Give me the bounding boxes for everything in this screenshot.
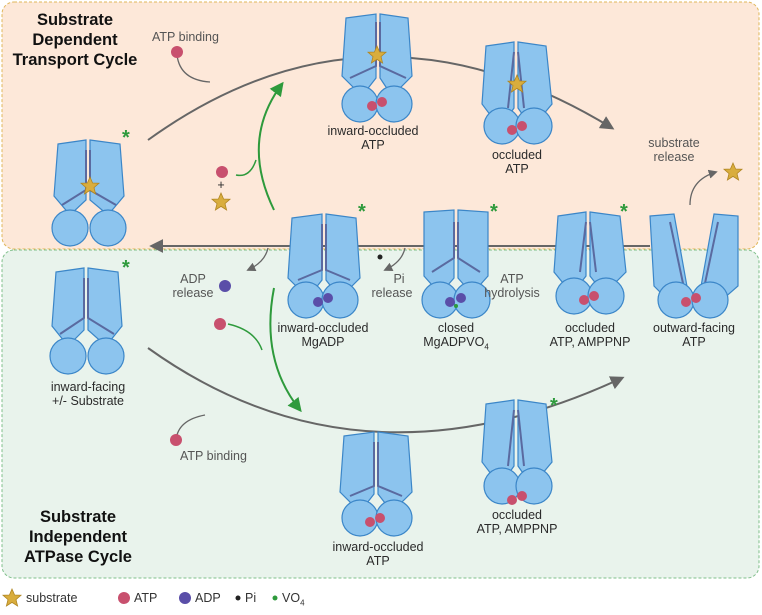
- legend: substrate ATP ADP Pi VO4: [0, 589, 762, 609]
- adp-dot: [219, 280, 231, 292]
- asterisk-mgadp: *: [358, 201, 366, 223]
- transporter-occluded-atp: [481, 41, 553, 145]
- pi-release-arrow: [383, 247, 406, 272]
- legend-vo4-icon: [272, 595, 278, 601]
- legend-pi-icon: [235, 595, 241, 601]
- inward-facing-label: inward-facing+/- Substrate: [50, 380, 126, 408]
- transporter-inward-occluded-atp-bottom: [339, 431, 413, 537]
- plus-label: +: [217, 178, 225, 192]
- asterisk-inward-facing: *: [122, 257, 130, 279]
- legend-substrate-label: substrate: [26, 591, 78, 605]
- transport-cycle-panel: [1, 1, 760, 250]
- atp-binding-top-label: ATP binding: [152, 30, 219, 44]
- transporter-inward-occluded-atp-top: [341, 13, 413, 123]
- pi-dot: [377, 254, 383, 260]
- green-arrow-top: [257, 81, 284, 211]
- substrate-release-arrow: [689, 169, 718, 206]
- green-arrow-bottom: [269, 287, 302, 413]
- green-branch-bottom: [227, 323, 263, 351]
- atp-binding-dot-bottom: [170, 434, 182, 446]
- atp-binding-dot-top: [171, 46, 183, 58]
- transport-cycle-title: Substrate Dependent Transport Cycle: [12, 11, 138, 69]
- adp-release-arrow: [246, 247, 269, 272]
- transporter-closed-mgadpvo4: [421, 209, 491, 319]
- asterisk-closed: *: [490, 201, 498, 223]
- transporter-inward-facing-substrate: [51, 139, 127, 247]
- legend-adp-label: ADP: [195, 591, 221, 605]
- legend-pi-label: Pi: [245, 591, 257, 605]
- legend-atp-icon: [118, 592, 130, 604]
- asterisk-inward-facing-substrate: *: [122, 127, 130, 149]
- atp-dot-bottom: [214, 318, 226, 330]
- atp-binding-bottom-label: ATP binding: [180, 449, 247, 463]
- transporter-outward-facing-atp: [649, 213, 739, 319]
- legend-adp-icon: [179, 592, 191, 604]
- bottom-cycle-arc: [147, 347, 625, 434]
- asterisk-occluded-bottom: *: [550, 395, 558, 417]
- legend-vo4-label: VO4: [282, 591, 305, 608]
- transporter-inward-occluded-mgadp: [287, 213, 361, 319]
- atp-dot: [216, 166, 228, 178]
- legend-atp-label: ATP: [134, 591, 158, 605]
- transporter-occluded-atp-amppnp-bottom: [481, 399, 553, 505]
- transporter-inward-facing: [49, 267, 125, 375]
- transporter-occluded-atp-amppnp-mid: [553, 211, 627, 315]
- asterisk-occluded-mid: *: [620, 201, 628, 223]
- atp-binding-top-tick: [176, 54, 211, 83]
- atpase-cycle-title: Substrate Independent ATPase Cycle: [24, 508, 132, 566]
- atpase-cycle-panel: [1, 249, 760, 579]
- green-branch-top: [235, 159, 257, 177]
